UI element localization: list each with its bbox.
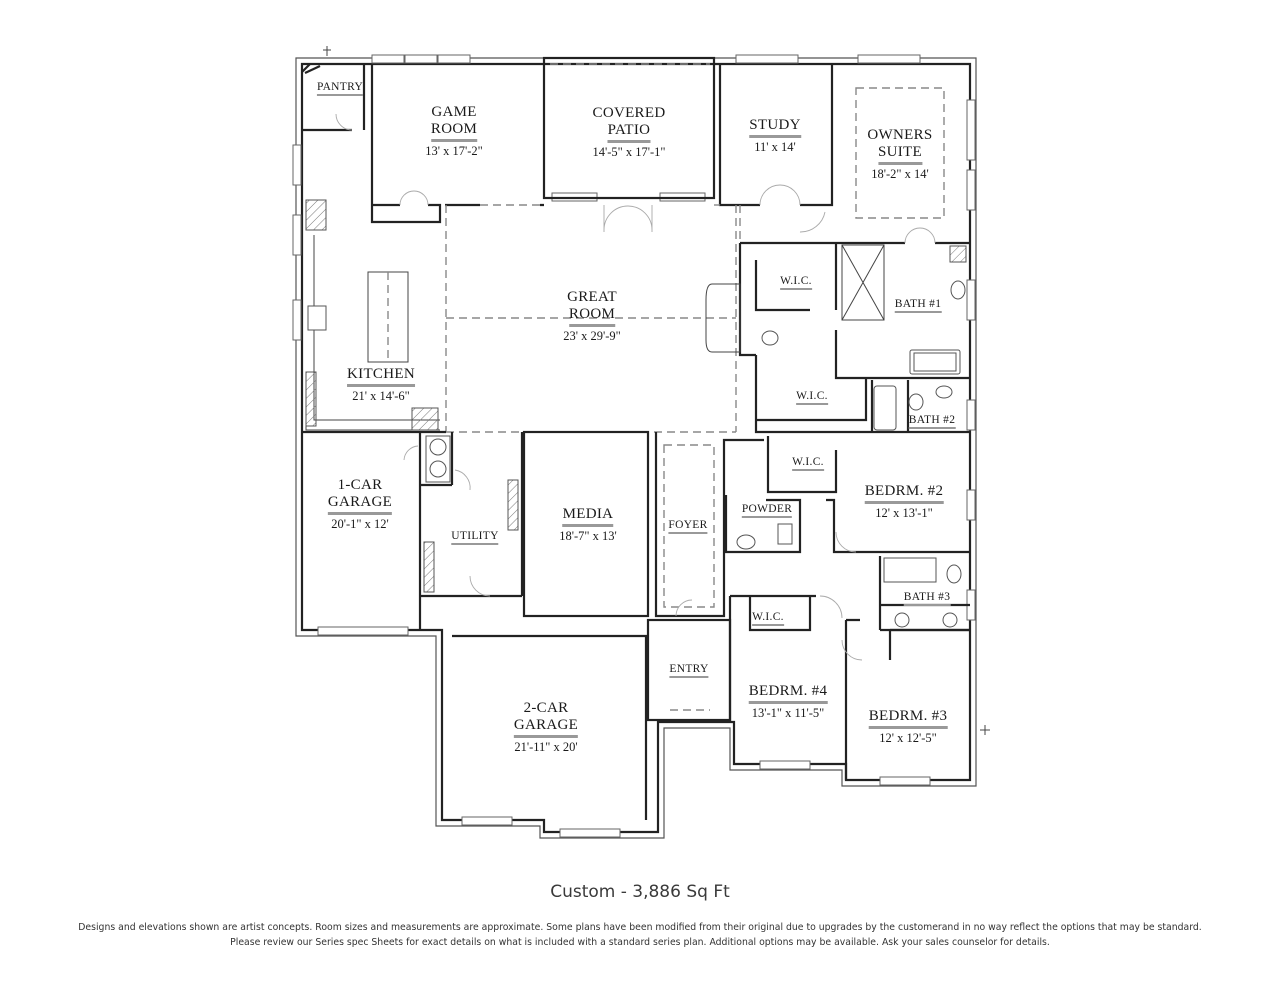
room-name: PANTRY <box>316 81 364 97</box>
room-name-line1: GAME <box>431 104 477 120</box>
disclaimer-line-2: Please review our Series spec Sheets for… <box>230 937 1050 948</box>
room-name: W.I.C. <box>796 390 828 406</box>
room-name-line2: SUITE <box>877 144 922 165</box>
room-name: MEDIA <box>562 506 614 527</box>
room-foyer: FOYER <box>668 516 708 535</box>
room-name: W.I.C. <box>780 275 812 291</box>
room-wic-owners-1: W.I.C. <box>780 272 812 291</box>
room-name-line1: COVERED <box>592 105 666 121</box>
room-game-room: GAME ROOM 13' x 17'-2" <box>425 104 483 158</box>
room-owners-suite: OWNERS SUITE 18'-2" x 14' <box>867 127 932 181</box>
room-dimensions: 20'-1" x 12' <box>331 516 389 531</box>
bathroom-fixtures <box>761 245 967 431</box>
room-name: UTILITY <box>451 530 499 546</box>
room-bath-2: BATH #2 <box>908 411 956 430</box>
room-bath-1: BATH #1 <box>894 295 942 314</box>
room-great-room: GREAT ROOM 23' x 29'-9" <box>563 289 621 343</box>
room-wic-bedroom-2: W.I.C. <box>792 453 824 472</box>
room-name: FOYER <box>668 519 708 535</box>
room-name-line2: GARAGE <box>513 717 579 738</box>
room-dimensions: 14'-5" x 17'-1" <box>592 144 666 159</box>
room-dimensions: 13' x 17'-2" <box>425 143 483 158</box>
room-name: ENTRY <box>669 663 709 679</box>
plan-title: Custom - 3,886 Sq Ft <box>550 882 730 902</box>
room-utility: UTILITY <box>451 527 499 546</box>
patio-structure <box>542 56 716 200</box>
room-dimensions: 18'-7" x 13' <box>559 528 617 543</box>
room-name-line1: OWNERS <box>867 127 933 143</box>
room-name: POWDER <box>741 503 793 519</box>
room-name: BATH #2 <box>908 414 956 430</box>
room-name: KITCHEN <box>347 366 415 387</box>
room-entry: ENTRY <box>669 660 709 679</box>
room-name: W.I.C. <box>792 456 824 472</box>
room-name-line1: GREAT <box>567 289 617 305</box>
room-name-line2: ROOM <box>430 121 478 142</box>
room-name: BATH #1 <box>894 298 942 314</box>
room-bedroom-3: BEDRM. #3 12' x 12'-5" <box>868 708 948 745</box>
room-media: MEDIA 18'-7" x 13' <box>559 506 617 543</box>
room-dimensions: 23' x 29'-9" <box>563 328 621 343</box>
room-kitchen: KITCHEN 21' x 14'-6" <box>347 366 415 403</box>
room-bedroom-2: BEDRM. #2 12' x 13'-1" <box>864 483 944 520</box>
room-dimensions: 21'-11" x 20' <box>514 739 578 754</box>
room-name-line2: PATIO <box>607 122 651 143</box>
room-dimensions: 11' x 14' <box>754 139 796 154</box>
room-pantry: PANTRY <box>316 78 364 97</box>
room-2-car-garage: 2-CAR GARAGE 21'-11" x 20' <box>513 700 579 754</box>
grid-markers <box>323 46 990 735</box>
room-name: BEDRM. #4 <box>748 683 828 704</box>
door-swings <box>335 113 936 661</box>
room-name: BATH #3 <box>903 591 951 607</box>
room-dimensions: 12' x 13'-1" <box>875 505 933 520</box>
room-bedroom-4: BEDRM. #4 13'-1" x 11'-5" <box>748 683 828 720</box>
room-study: STUDY 11' x 14' <box>749 117 801 154</box>
room-name-line1: 2-CAR <box>523 700 569 716</box>
room-wic-bedroom-4: W.I.C. <box>752 608 784 627</box>
room-dimensions: 18'-2" x 14' <box>871 166 929 181</box>
room-dimensions: 13'-1" x 11'-5" <box>751 705 825 720</box>
room-name: BEDRM. #3 <box>868 708 948 729</box>
room-name: STUDY <box>749 117 801 138</box>
floor-plan-drawing <box>292 46 990 839</box>
room-name-line2: ROOM <box>568 306 616 327</box>
room-name-line2: GARAGE <box>327 494 393 515</box>
windows <box>292 54 976 838</box>
room-name-line1: 1-CAR <box>337 477 383 493</box>
room-name: W.I.C. <box>752 611 784 627</box>
room-bath-3: BATH #3 <box>903 588 951 607</box>
room-wic-owners-2: W.I.C. <box>796 387 828 406</box>
room-dimensions: 12' x 12'-5" <box>879 730 937 745</box>
disclaimer-line-1: Designs and elevations shown are artist … <box>78 922 1202 933</box>
room-powder: POWDER <box>741 500 793 519</box>
room-covered-patio: COVERED PATIO 14'-5" x 17'-1" <box>592 105 665 159</box>
room-dimensions: 21' x 14'-6" <box>352 388 410 403</box>
room-1-car-garage: 1-CAR GARAGE 20'-1" x 12' <box>327 477 393 531</box>
interior-walls <box>301 63 970 820</box>
room-name: BEDRM. #2 <box>864 483 944 504</box>
